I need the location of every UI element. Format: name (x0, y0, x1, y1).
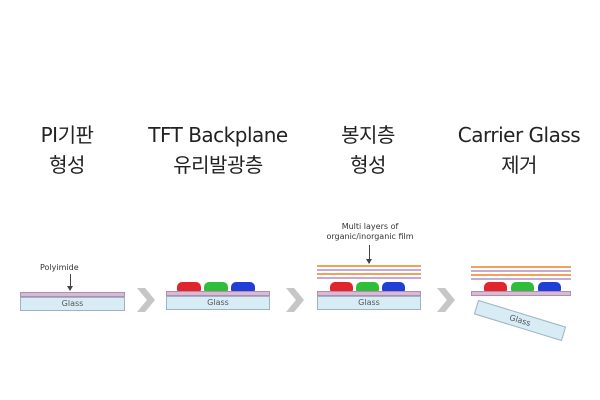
film-layer (317, 277, 421, 279)
chevron-right-icon (286, 288, 304, 312)
green-pixel (356, 282, 379, 291)
detached-glass: Glass (473, 299, 567, 342)
glass-substrate-2: Glass (166, 296, 270, 310)
arrow-down-icon (67, 274, 73, 291)
glass-substrate-1: Glass (20, 297, 125, 311)
red-pixel (330, 282, 353, 291)
chevron-right-icon (137, 288, 155, 312)
green-pixel (204, 282, 228, 291)
polyimide-layer (317, 291, 421, 296)
film-layer (471, 274, 571, 276)
blue-pixel (538, 282, 561, 291)
red-pixel (484, 282, 507, 291)
polyimide-label: Polyimide (40, 263, 79, 272)
red-pixel (177, 282, 201, 291)
blue-pixel (231, 282, 255, 291)
glass-substrate-3: Glass (317, 296, 421, 310)
polyimide-layer (20, 292, 125, 297)
polyimide-layer (471, 291, 571, 296)
film-layer (471, 266, 571, 268)
film-layer (471, 278, 571, 280)
film-layer (317, 269, 421, 271)
film-layer (317, 265, 421, 267)
polyimide-layer (166, 291, 270, 296)
encapsulation-label: Multi layers of organic/inorganic film (326, 222, 414, 241)
blue-pixel (382, 282, 405, 291)
film-layer (471, 270, 571, 272)
green-pixel (511, 282, 534, 291)
film-layer (317, 273, 421, 275)
arrow-down-icon (366, 245, 372, 264)
chevron-right-icon (437, 288, 455, 312)
